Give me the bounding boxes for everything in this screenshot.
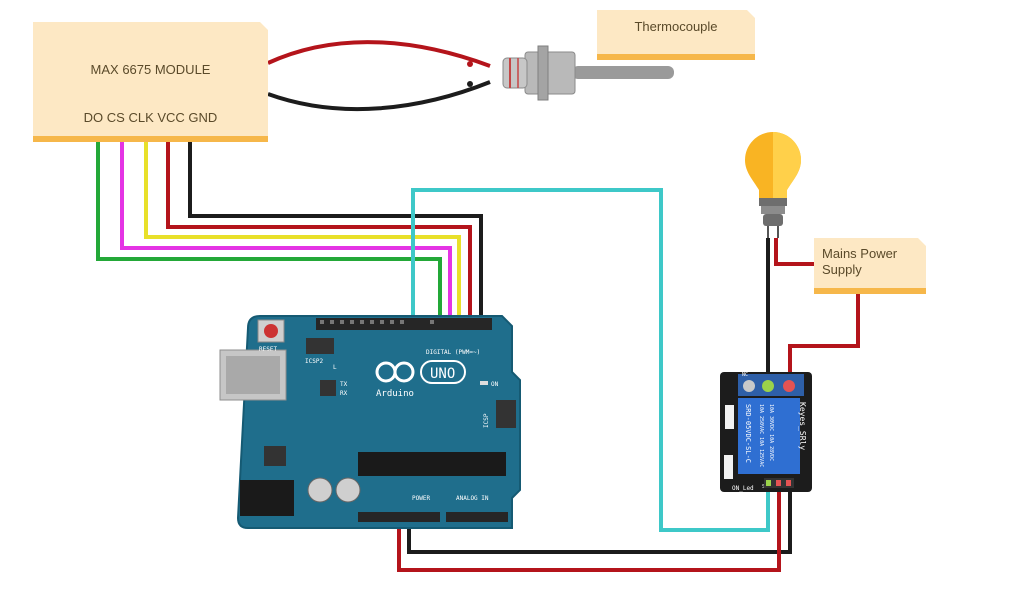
thermocouple-black-wire <box>267 80 491 112</box>
relay-signal-wire-cyan <box>411 188 770 532</box>
mains-power-label: Mains Power Supply <box>822 246 922 278</box>
thermocouple-red-wire <box>267 40 491 68</box>
digital-label: DIGITAL (PWM=~) <box>426 349 480 356</box>
vcc-wire-red <box>166 142 472 324</box>
do-wire-green <box>96 142 442 324</box>
cs-wire-magenta <box>120 142 452 324</box>
analog-in-label: ANALOG IN <box>456 495 489 502</box>
rx-label: RX <box>340 390 348 397</box>
module-title: MAX 6675 MODULE <box>90 62 211 77</box>
mains-label-line1: Mains Power <box>822 246 898 261</box>
light-bulb <box>745 132 801 238</box>
thermocouple-note: Thermocouple <box>597 10 755 60</box>
module-pin-labels: DO CS CLK VCC GND <box>83 110 218 125</box>
mains-wire-red <box>788 294 860 388</box>
clk-wire-yellow <box>144 142 461 324</box>
thermocouple-probe <box>502 45 674 101</box>
relay-rating-ac: 10A 250VAC 10A 125VAC <box>758 404 764 467</box>
relay-vcc-wire-red <box>397 488 781 572</box>
uno-logo-text: UNO <box>430 366 455 382</box>
relay-module: NC SRD-05VDC-SL-C 10A 250VAC 10A 125VAC … <box>720 372 812 492</box>
relay-gnd-wire-black <box>407 488 792 554</box>
bulb-wire-red <box>774 238 814 266</box>
arduino-uno-board: RESET ICSP2 DIGITAL (PWM=~) UNO Arduino … <box>219 315 521 529</box>
arduino-brand: Arduino <box>376 389 414 399</box>
thermocouple-label: Thermocouple <box>634 19 718 34</box>
power-label: POWER <box>412 495 430 502</box>
relay-nc-label: NC <box>742 372 748 378</box>
tx-label: TX <box>340 381 348 388</box>
relay-rating-dc: 10A 30VDC 10A 28VDC <box>768 404 774 461</box>
reset-label: RESET <box>259 346 277 353</box>
icsp2-label: ICSP2 <box>305 358 323 365</box>
l-led-label: L <box>333 364 337 371</box>
gnd-wire-black <box>188 142 483 324</box>
relay-led-label: ON_Led <box>732 485 754 492</box>
relay-s-label: S <box>762 484 765 490</box>
on-led-label: ON <box>491 381 499 388</box>
relay-part-number: SRD-05VDC-SL-C <box>744 404 752 463</box>
relay-brand: Keyes_SRly <box>798 402 807 450</box>
mains-power-note: Mains Power Supply <box>814 238 926 294</box>
arduino-logo: UNO Arduino <box>375 360 466 399</box>
mains-label-line2: Supply <box>822 262 862 277</box>
max6675-module-note: MAX 6675 MODULE DO CS CLK VCC GND <box>33 22 268 142</box>
icsp-label: ICSP <box>483 413 490 428</box>
